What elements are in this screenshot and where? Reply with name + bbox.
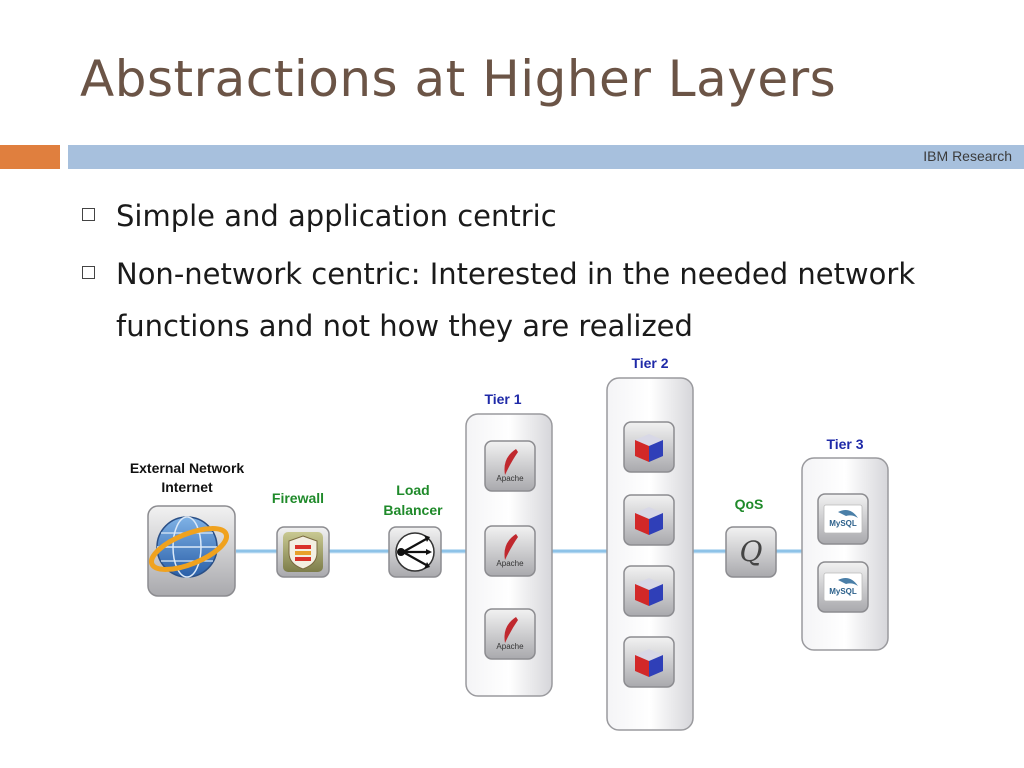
mysql-icon (838, 578, 858, 586)
apache-server: Apache (484, 440, 536, 492)
apache-label: Apache (496, 474, 524, 483)
bullet-text: Non-network centric: Interested in the n… (116, 257, 916, 343)
header-bar (68, 145, 1024, 169)
firewall-node (276, 526, 330, 578)
load-balancer-label-line2: Balancer (383, 502, 443, 518)
apache-server: Apache (484, 608, 536, 660)
bullet-list: Simple and application centric Non-netwo… (78, 190, 978, 358)
mysql-label: MySQL (829, 519, 857, 528)
apache-server: Apache (484, 525, 536, 577)
apache-feather-icon (504, 449, 518, 475)
app-server (623, 494, 675, 546)
brand-label: IBM Research (923, 148, 1012, 164)
internet-label: Internet (161, 479, 213, 495)
load-balancer-node (388, 526, 442, 578)
cube-icon (635, 649, 663, 677)
qos-node: Q (725, 526, 777, 578)
bullet-item: Simple and application centric (78, 190, 978, 242)
square-bullet-icon (82, 266, 95, 279)
qos-icon: Q (740, 535, 763, 568)
load-balancer-icon (395, 532, 435, 572)
tier2-label: Tier 2 (631, 355, 668, 371)
db-server: MySQL (817, 561, 869, 613)
external-network-node (147, 505, 236, 597)
firewall-label: Firewall (272, 490, 324, 506)
apache-label: Apache (496, 642, 524, 651)
cube-icon (635, 507, 663, 535)
tier3-container (801, 457, 889, 651)
app-server (623, 421, 675, 473)
mysql-label: MySQL (829, 587, 857, 596)
tier1-label: Tier 1 (484, 391, 521, 407)
cube-icon (635, 578, 663, 606)
app-server (623, 636, 675, 688)
app-server (623, 565, 675, 617)
apache-label: Apache (496, 559, 524, 568)
tier3-label: Tier 3 (826, 436, 863, 452)
square-bullet-icon (82, 208, 95, 221)
db-server: MySQL (817, 493, 869, 545)
apache-feather-icon (504, 534, 518, 560)
header-bar-accent (0, 145, 60, 169)
bullet-text: Simple and application centric (116, 199, 557, 233)
external-network-label: External Network (130, 460, 245, 476)
slide-title: Abstractions at Higher Layers (80, 50, 837, 108)
globe-icon (148, 516, 230, 578)
load-balancer-label-line1: Load (396, 482, 429, 498)
bullet-item: Non-network centric: Interested in the n… (78, 248, 978, 352)
firewall-shield-icon (288, 535, 318, 570)
mysql-icon (838, 510, 858, 518)
qos-label: QoS (735, 496, 764, 512)
apache-feather-icon (504, 617, 518, 643)
cube-icon (635, 434, 663, 462)
